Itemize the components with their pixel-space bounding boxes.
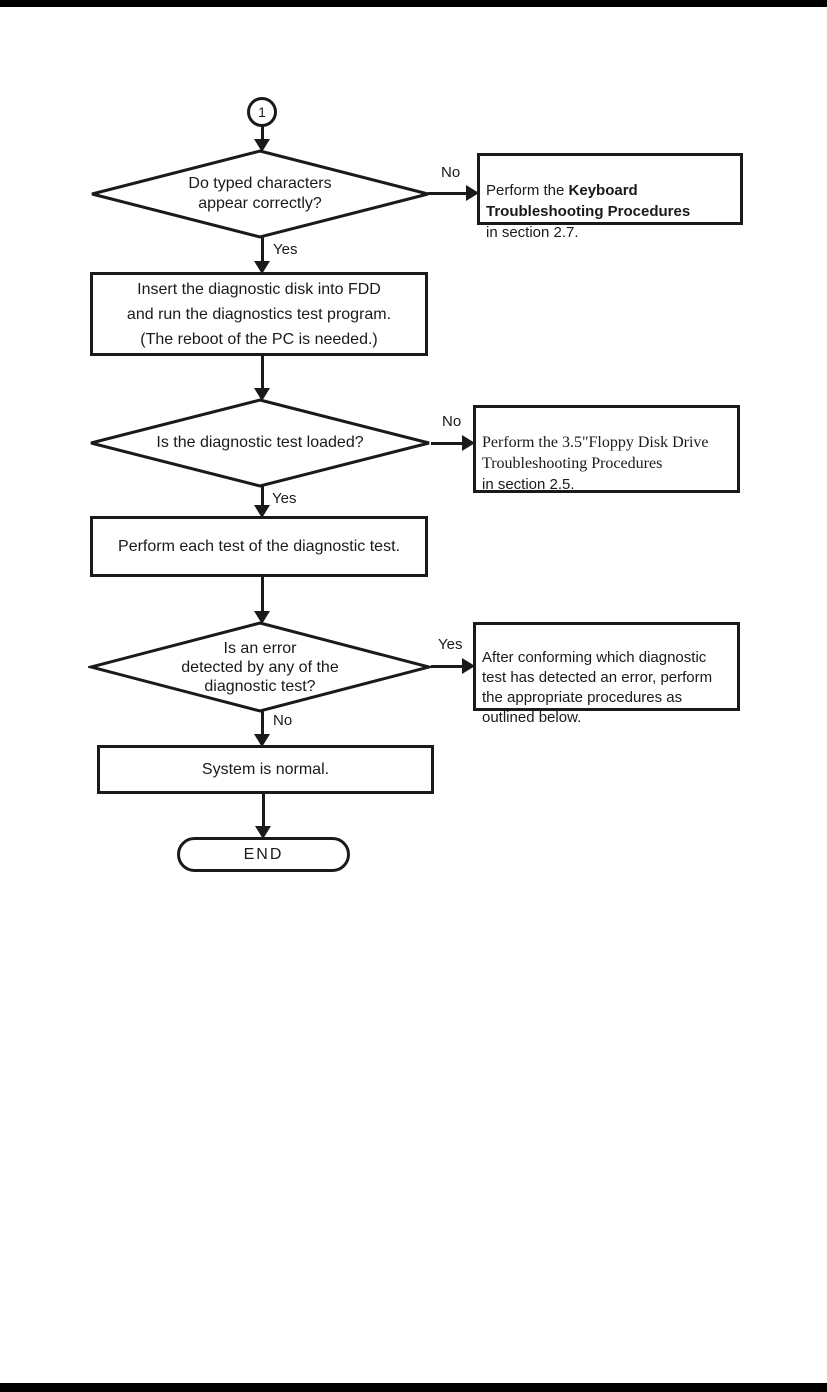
arrow-decision1-to-insert-disk	[254, 236, 270, 274]
arrow-decision3-to-error-box	[431, 658, 475, 674]
diamond-shape	[88, 621, 432, 713]
action-error-text: After conforming which diagnostic test h…	[482, 649, 713, 726]
action-keyboard-bold: Keyboard Troubleshooting Procedures	[486, 182, 691, 220]
process-insert-disk: Insert the diagnostic disk into FDD and …	[90, 272, 428, 356]
decision-error-detected-text: Is an error detected by any of the diagn…	[181, 639, 339, 695]
decision-typed-chars: Do typed characters appear correctly?	[89, 149, 431, 239]
connector-label: 1	[258, 104, 266, 120]
scan-edge-bar-top	[0, 0, 827, 7]
arrow-connector-to-decision1	[254, 126, 270, 152]
edge-label-no-2: No	[442, 413, 462, 430]
action-fdd-box: Perform the 3.5"Floppy Disk Drive Troubl…	[473, 405, 740, 493]
process-insert-disk-text: Insert the diagnostic disk into FDD and …	[126, 280, 392, 348]
arrow-decision2-to-run-tests	[254, 485, 270, 518]
edge-label-no-3: No	[273, 712, 293, 729]
decision-error-detected: Is an error detected by any of the diagn…	[88, 621, 432, 713]
arrow-insert-disk-to-decision2	[254, 355, 270, 401]
edge-label-yes-3: Yes	[438, 636, 463, 653]
terminal-end-label: END	[243, 845, 284, 863]
diamond-shape	[90, 398, 430, 488]
edge-label-no-1: No	[441, 164, 461, 181]
arrow-decision1-to-keyboard-box	[428, 185, 479, 201]
diamond-shape	[91, 149, 429, 239]
action-keyboard-box: Perform the Keyboard Troubleshooting Pro…	[477, 153, 743, 241]
action-keyboard-suffix: in section 2.7.	[486, 224, 579, 241]
action-keyboard-prefix: Perform the	[486, 182, 569, 199]
connector-node-1: 1	[247, 97, 277, 127]
scan-edge-bar-bottom	[0, 1383, 827, 1392]
arrow-decision3-to-system-normal	[254, 710, 270, 747]
process-system-normal-text: System is normal.	[201, 760, 330, 778]
process-system-normal: System is normal.	[97, 745, 434, 794]
arrow-system-normal-to-end	[255, 793, 271, 839]
action-fdd-serif-text: Perform the 3.5"Floppy Disk Drive Troubl…	[482, 434, 709, 472]
edge-label-yes-2: Yes	[272, 490, 297, 507]
arrow-run-tests-to-decision3	[254, 577, 270, 624]
process-run-tests: Perform each test of the diagnostic test…	[90, 516, 428, 577]
arrow-decision2-to-fdd-box	[431, 435, 475, 451]
decision-test-loaded: Is the diagnostic test loaded?	[88, 398, 432, 488]
process-run-tests-text: Perform each test of the diagnostic test…	[118, 537, 400, 555]
decision-typed-chars-text: Do typed characters appear correctly?	[188, 175, 332, 212]
action-error-box: After conforming which diagnostic test h…	[473, 622, 740, 726]
action-fdd-sans-text: in section 2.5.	[482, 476, 575, 493]
terminal-end: END	[177, 837, 350, 872]
edge-label-yes-1: Yes	[273, 241, 298, 258]
decision-test-loaded-text: Is the diagnostic test loaded?	[156, 434, 364, 451]
